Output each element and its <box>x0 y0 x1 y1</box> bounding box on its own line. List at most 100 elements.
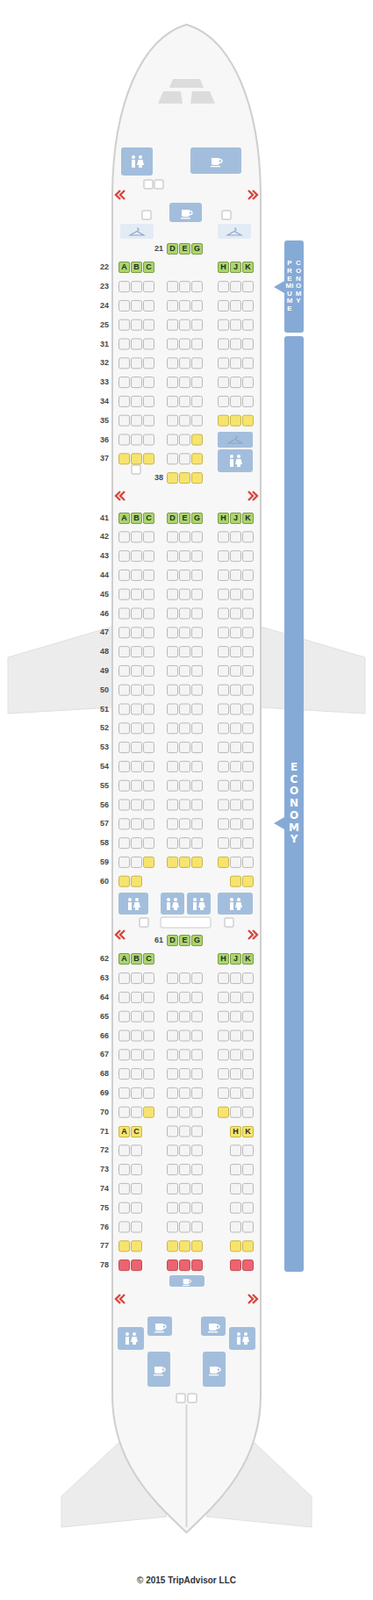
seat <box>179 551 191 562</box>
closet <box>120 223 154 239</box>
seat <box>143 281 155 293</box>
seat <box>243 1011 254 1022</box>
seat <box>230 319 242 330</box>
seat <box>167 608 179 619</box>
seat <box>218 1011 230 1022</box>
row-number: 56 <box>100 801 109 810</box>
seat <box>119 627 130 639</box>
seat <box>179 646 191 658</box>
seat <box>167 780 179 791</box>
seat <box>131 569 143 581</box>
seat <box>143 760 155 772</box>
galley <box>154 1323 166 1333</box>
exit-arrow <box>115 190 258 1304</box>
seat <box>218 1106 230 1118</box>
seat <box>218 646 230 658</box>
seat-letter: H <box>232 1127 239 1136</box>
seat <box>131 856 143 868</box>
seat <box>243 358 254 369</box>
seat <box>119 1145 130 1156</box>
seat <box>192 1011 203 1022</box>
seat: J <box>229 512 242 524</box>
seat <box>119 684 130 696</box>
lavatory <box>125 1332 138 1345</box>
seat <box>119 281 130 293</box>
seat <box>243 760 254 772</box>
row-number: 35 <box>100 416 109 425</box>
seat <box>218 300 230 311</box>
seat <box>230 608 242 619</box>
seat <box>179 569 191 581</box>
seat <box>143 319 155 330</box>
seat: K <box>242 512 254 524</box>
seat <box>218 415 230 426</box>
galley <box>153 1366 165 1376</box>
seat <box>131 665 143 676</box>
seat: B <box>130 953 143 965</box>
seat <box>230 723 242 734</box>
seat-letter: B <box>133 514 140 523</box>
seat <box>143 646 155 658</box>
row-number: 60 <box>100 877 109 886</box>
exit-arrow <box>115 491 258 501</box>
band-pointer <box>273 280 285 830</box>
seat <box>131 875 143 887</box>
row-number: 31 <box>100 340 109 349</box>
seat <box>167 1240 179 1252</box>
seat <box>218 588 230 600</box>
galley <box>210 157 223 167</box>
seat <box>192 780 203 791</box>
seat <box>218 799 230 811</box>
seat <box>131 1011 143 1022</box>
seat <box>167 569 179 581</box>
seat <box>192 551 203 562</box>
seat <box>131 1106 143 1118</box>
seat <box>192 973 203 984</box>
seat <box>119 1202 130 1213</box>
seat <box>143 1087 155 1098</box>
seat <box>119 551 130 562</box>
seat <box>230 838 242 849</box>
seat <box>119 1049 130 1061</box>
seat <box>243 300 254 311</box>
seat <box>192 453 203 465</box>
seat <box>131 1164 143 1176</box>
seat <box>192 608 203 619</box>
seat <box>119 646 130 658</box>
row-number: 41 <box>100 514 109 523</box>
seat <box>192 1030 203 1041</box>
wing <box>7 626 113 714</box>
seat <box>230 799 242 811</box>
galley <box>147 1316 173 1336</box>
seat <box>131 338 143 350</box>
seat <box>143 434 155 445</box>
seat <box>167 991 179 1003</box>
seat <box>243 588 254 600</box>
seat <box>131 760 143 772</box>
seat <box>218 1030 230 1041</box>
seat <box>179 338 191 350</box>
seat <box>218 856 230 868</box>
galley <box>208 1323 220 1333</box>
seat-letter: K <box>244 1127 252 1136</box>
seat <box>230 742 242 754</box>
seat <box>218 358 230 369</box>
lavatory <box>118 892 149 915</box>
seat <box>119 531 130 543</box>
seat <box>119 1164 130 1176</box>
seat <box>119 569 130 581</box>
seat <box>131 395 143 407</box>
row-number: 42 <box>100 532 109 541</box>
seat <box>218 760 230 772</box>
seat <box>230 551 242 562</box>
row-number: 53 <box>100 743 109 752</box>
cabin-fixture <box>154 179 164 189</box>
seat <box>243 742 254 754</box>
lavatory <box>117 147 256 1350</box>
seat <box>143 300 155 311</box>
seat <box>192 856 203 868</box>
seat-letter: J <box>233 263 238 272</box>
lavatory <box>160 892 185 915</box>
seat <box>192 473 203 484</box>
